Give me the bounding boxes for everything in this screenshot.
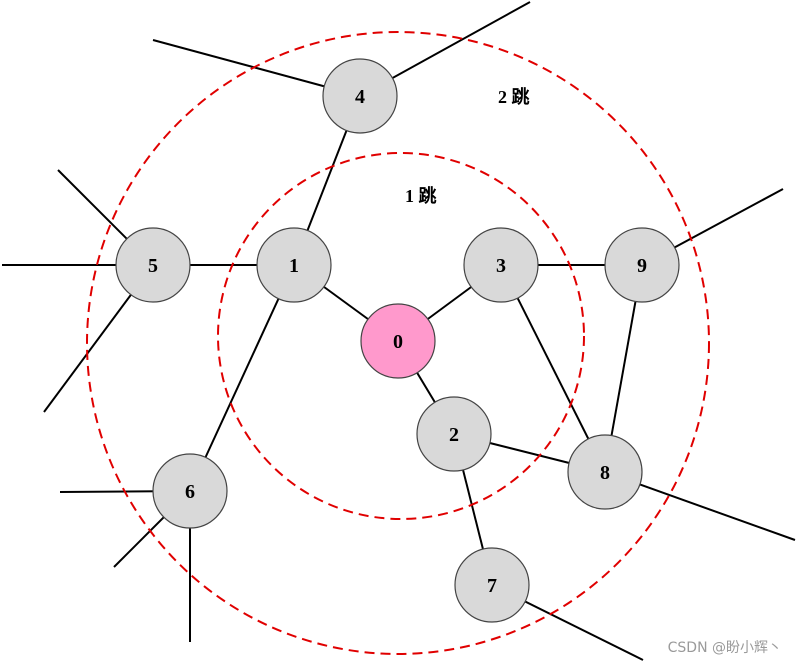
node-circle xyxy=(463,227,539,303)
node-9: 9 xyxy=(604,227,680,303)
node-label: 3 xyxy=(496,255,506,277)
node-label: 8 xyxy=(600,462,610,484)
node-circle xyxy=(322,58,398,134)
node-circle xyxy=(604,227,680,303)
node-label: 1 xyxy=(289,255,299,277)
node-label: 0 xyxy=(393,331,403,353)
node-2: 2 xyxy=(416,396,492,472)
ring-1-hop xyxy=(217,152,585,520)
node-3: 3 xyxy=(463,227,539,303)
node-label: 9 xyxy=(637,255,647,277)
ring-2-hop-label: 2 跳 xyxy=(498,86,530,107)
node-label: 6 xyxy=(185,481,195,503)
ring-2-hop xyxy=(86,31,710,655)
edge-3-8 xyxy=(500,264,606,473)
node-label: 5 xyxy=(148,255,158,277)
node-label: 4 xyxy=(355,86,365,108)
node-circle xyxy=(360,303,436,379)
node-circle xyxy=(256,227,332,303)
ring-1-hop-label: 1 跳 xyxy=(405,185,437,206)
node-label: 7 xyxy=(487,575,497,597)
watermark: CSDN @盼小辉丶 xyxy=(667,640,782,656)
node-1: 1 xyxy=(256,227,332,303)
node-circle xyxy=(454,547,530,623)
node-circle xyxy=(115,227,191,303)
nodes: 0 1 2 3 4 5 6 7 8 9 xyxy=(115,58,680,623)
node-circle xyxy=(416,396,492,472)
node-circle xyxy=(152,453,228,529)
node-circle xyxy=(567,434,643,510)
node-0: 0 xyxy=(360,303,436,379)
node-4: 4 xyxy=(322,58,398,134)
node-6: 6 xyxy=(152,453,228,529)
node-8: 8 xyxy=(567,434,643,510)
edge-1-6 xyxy=(189,264,295,492)
node-7: 7 xyxy=(454,547,530,623)
node-label: 2 xyxy=(449,424,459,446)
node-5: 5 xyxy=(115,227,191,303)
